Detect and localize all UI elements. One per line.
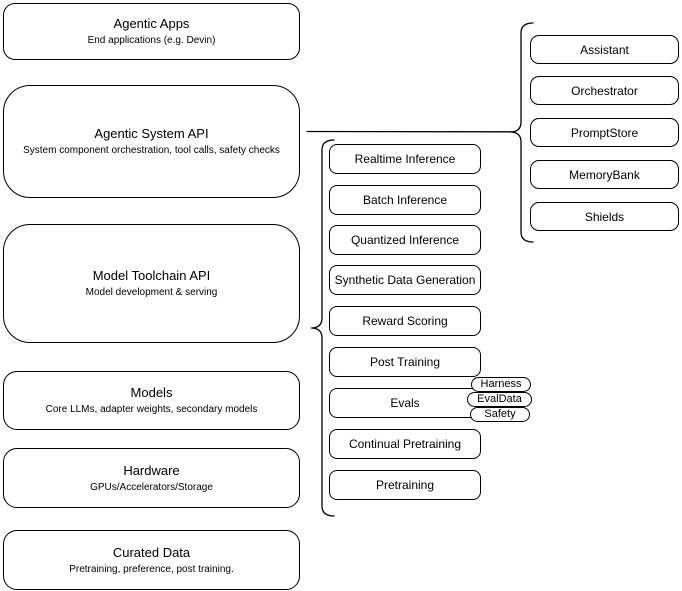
tag-harness: Harness <box>471 377 531 392</box>
node-subtitle: Pretraining, preference, post training. <box>69 563 234 575</box>
node-subtitle: Core LLMs, adapter weights, secondary mo… <box>45 404 258 415</box>
tag-label: Harness <box>480 378 522 390</box>
node-batch-inference: Batch Inference <box>329 185 481 215</box>
node-label: Synthetic Data Generation <box>334 273 476 287</box>
node-subtitle: GPUs/Accelerators/Storage <box>90 481 213 493</box>
node-title: Curated Data <box>112 544 191 560</box>
tag-evaldata: EvalData <box>467 392 532 407</box>
node-curated-data: Curated Data Pretraining, preference, po… <box>3 530 300 590</box>
node-subtitle: End applications (e.g. Devin) <box>87 35 216 46</box>
tag-label: EvalData <box>477 393 522 405</box>
node-quantized-inference: Quantized Inference <box>329 225 481 255</box>
tag-label: Safety <box>484 408 516 420</box>
node-post-training: Post Training <box>329 347 481 377</box>
node-evals: Evals <box>329 388 481 418</box>
node-label: Assistant <box>580 42 629 57</box>
node-realtime-inference: Realtime Inference <box>329 144 481 174</box>
node-label: Evals <box>390 396 420 410</box>
node-model-toolchain-api: Model Toolchain API Model development & … <box>3 224 300 343</box>
node-subtitle: Model development & serving <box>85 287 218 298</box>
node-continual-pretraining: Continual Pretraining <box>329 429 481 459</box>
node-label: Continual Pretraining <box>348 437 462 451</box>
node-label: Post Training <box>369 355 441 369</box>
node-label: Quantized Inference <box>350 233 460 247</box>
node-hardware: Hardware GPUs/Accelerators/Storage <box>3 448 300 508</box>
node-title: Models <box>130 385 173 400</box>
node-promptstore: PromptStore <box>530 118 679 147</box>
node-title: Model Toolchain API <box>92 268 211 283</box>
node-title: Hardware <box>123 462 180 478</box>
node-label: Reward Scoring <box>362 314 448 328</box>
node-memorybank: MemoryBank <box>530 160 679 189</box>
node-orchestrator: Orchestrator <box>530 76 679 105</box>
node-label: MemoryBank <box>569 167 640 182</box>
node-label: Orchestrator <box>571 83 638 98</box>
tag-safety: Safety <box>470 407 530 422</box>
node-models: Models Core LLMs, adapter weights, secon… <box>3 371 300 430</box>
node-shields: Shields <box>530 202 679 231</box>
node-reward-scoring: Reward Scoring <box>329 306 481 336</box>
node-label: Realtime Inference <box>354 152 456 166</box>
node-agentic-system-api: Agentic System API System component orch… <box>3 85 300 198</box>
node-assistant: Assistant <box>530 35 679 64</box>
node-synthetic-data-generation: Synthetic Data Generation <box>329 265 481 295</box>
node-subtitle: System component orchestration, tool cal… <box>23 145 280 156</box>
node-title: Agentic System API <box>94 126 209 141</box>
node-label: Pretraining <box>375 478 435 492</box>
node-label: Batch Inference <box>362 193 448 207</box>
node-pretraining: Pretraining <box>329 470 481 500</box>
node-title: Agentic Apps <box>113 16 190 31</box>
node-label: Shields <box>584 209 625 224</box>
node-agentic-apps: Agentic Apps End applications (e.g. Devi… <box>3 3 300 60</box>
node-label: PromptStore <box>570 125 639 140</box>
